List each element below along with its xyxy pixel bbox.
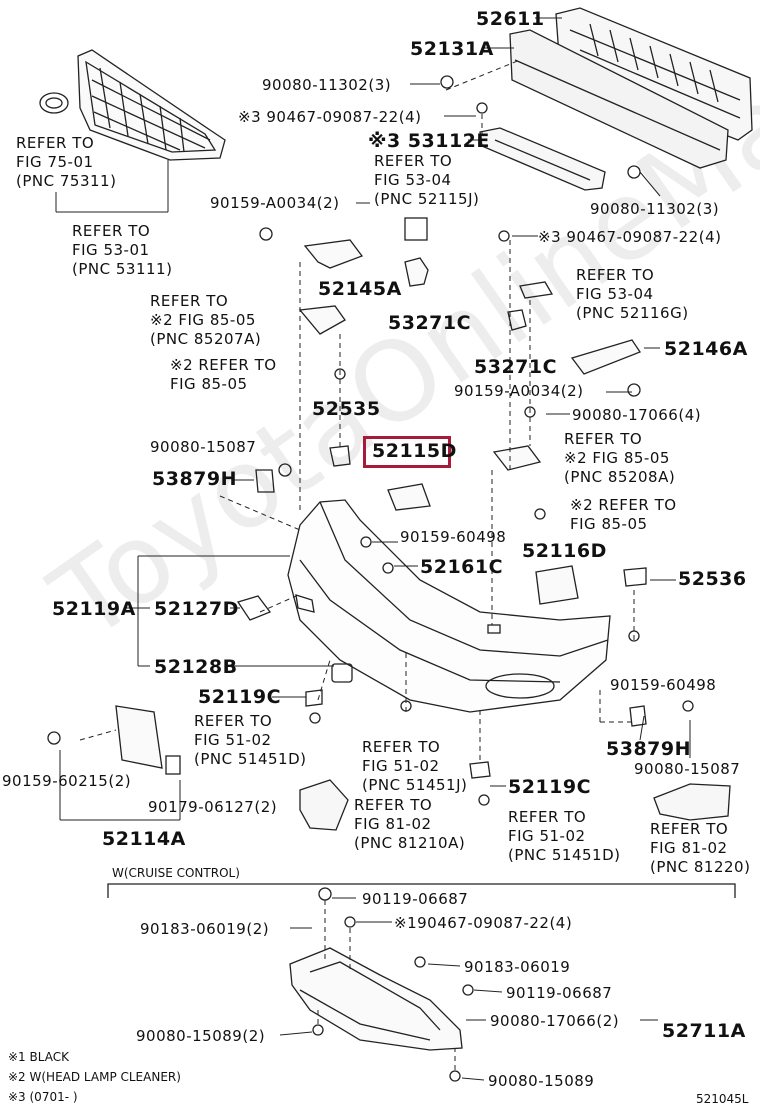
refer-fig-53-04-b[interactable]: REFER TO FIG 53-04 (PNC 52116G) xyxy=(576,266,689,322)
part-label-90080-15087-b[interactable]: 90080-15087 xyxy=(634,760,741,778)
part-label-90080-15089[interactable]: 90080-15089 xyxy=(488,1072,595,1090)
part-label-90080-15087-a[interactable]: 90080-15087 xyxy=(150,438,257,456)
part-label-90080-11302-a[interactable]: 90080-11302(3) xyxy=(262,76,392,94)
dashed-guide-lines xyxy=(79,59,635,1070)
part-label-52161C[interactable]: 52161C xyxy=(420,556,504,578)
bumper-cover-drawing xyxy=(287,499,611,713)
part-label-90159-60498-b[interactable]: 90159-60498 xyxy=(610,676,717,694)
part-label-52114A[interactable]: 52114A xyxy=(102,828,186,850)
part-label-52115D[interactable]: 52115D xyxy=(372,440,457,462)
brackets-drawing xyxy=(255,217,647,605)
engine-under-cover-drawing xyxy=(289,947,463,1051)
refer-fig-85-05-b[interactable]: ※2 REFER TO FIG 85-05 xyxy=(170,356,277,393)
part-label-52131A[interactable]: 52131A xyxy=(410,38,494,60)
part-label-90080-11302-b[interactable]: 90080-11302(3) xyxy=(590,200,720,218)
part-label-52128B[interactable]: 52128B xyxy=(154,656,238,678)
part-label-90159-A0034-a[interactable]: 90159-A0034(2) xyxy=(210,194,340,212)
refer-fig-85-05-a[interactable]: REFER TO ※2 FIG 85-05 (PNC 85207A) xyxy=(150,292,262,348)
highlight-box xyxy=(363,436,451,468)
refer-fig-85-05-c[interactable]: REFER TO ※2 FIG 85-05 (PNC 85208A) xyxy=(564,430,676,486)
refer-fig-53-04-a[interactable]: REFER TO FIG 53-04 (PNC 52115J) xyxy=(374,152,480,208)
section-title: W(CRUISE CONTROL) xyxy=(112,866,240,880)
part-label-90467-1[interactable]: ※190467-09087-22(4) xyxy=(394,914,573,932)
refer-fig-51-02-b[interactable]: REFER TO FIG 51-02 (PNC 51451J) xyxy=(362,738,468,794)
part-label-90159-60215-2[interactable]: 90159-60215(2) xyxy=(2,772,132,790)
part-label-90159-60498-a[interactable]: 90159-60498 xyxy=(400,528,507,546)
part-label-52535[interactable]: 52535 xyxy=(312,398,381,420)
part-label-52711A[interactable]: 52711A xyxy=(662,1020,746,1042)
retainer-drawing xyxy=(479,127,606,191)
leader-lines xyxy=(55,17,691,1081)
part-label-90467-a[interactable]: ※3 90467-09087-22(4) xyxy=(238,108,422,126)
footnote-1: ※1 BLACK xyxy=(8,1050,69,1064)
part-label-90467-b[interactable]: ※3 90467-09087-22(4) xyxy=(538,228,722,246)
small-parts-drawing xyxy=(115,595,731,831)
part-label-90159-A0034-b[interactable]: 90159-A0034(2) xyxy=(454,382,584,400)
footnote-2: ※2 W(HEAD LAMP CLEANER) xyxy=(8,1070,181,1084)
part-label-52116D[interactable]: 52116D xyxy=(522,540,607,562)
part-label-52119C-b[interactable]: 52119C xyxy=(508,776,592,798)
part-label-53112E[interactable]: ※3 53112E xyxy=(368,130,490,152)
part-label-90183-06019[interactable]: 90183-06019 xyxy=(464,958,571,976)
refer-fig-81-02-a[interactable]: REFER TO FIG 81-02 (PNC 81210A) xyxy=(354,796,466,852)
part-label-52145A[interactable]: 52145A xyxy=(318,278,402,300)
refer-fig-81-02-b[interactable]: REFER TO FIG 81-02 (PNC 81220) xyxy=(650,820,751,876)
part-label-90183-06019-2[interactable]: 90183-06019(2) xyxy=(140,920,270,938)
refer-fig-51-02-a[interactable]: REFER TO FIG 51-02 (PNC 51451D) xyxy=(194,712,307,768)
bumper-reinforcement-drawing xyxy=(509,7,753,169)
part-label-52119A[interactable]: 52119A xyxy=(52,598,136,620)
part-label-53271C-a[interactable]: 53271C xyxy=(388,312,472,334)
part-label-90119-06687-a[interactable]: 90119-06687 xyxy=(362,890,469,908)
refer-fig-85-05-d[interactable]: ※2 REFER TO FIG 85-05 xyxy=(570,496,677,533)
footnote-3: ※3 (0701- ) xyxy=(8,1090,78,1104)
part-label-52127D[interactable]: 52127D xyxy=(154,598,239,620)
part-label-90080-15089-2[interactable]: 90080-15089(2) xyxy=(136,1027,266,1045)
refer-fig-75-01[interactable]: REFER TO FIG 75-01 (PNC 75311) xyxy=(16,134,117,190)
part-label-53879H-b[interactable]: 53879H xyxy=(606,738,692,760)
part-label-52146A[interactable]: 52146A xyxy=(664,338,748,360)
part-label-52611[interactable]: 52611 xyxy=(476,8,545,30)
part-label-52536[interactable]: 52536 xyxy=(678,568,747,590)
refer-fig-53-01[interactable]: REFER TO FIG 53-01 (PNC 53111) xyxy=(72,222,173,278)
part-label-90080-17066-2[interactable]: 90080-17066(2) xyxy=(490,1012,620,1030)
part-label-53271C-b[interactable]: 53271C xyxy=(474,356,558,378)
part-label-90080-17066-4[interactable]: 90080-17066(4) xyxy=(572,406,702,424)
diagram-code: 521045L xyxy=(696,1092,749,1106)
refer-fig-51-02-c[interactable]: REFER TO FIG 51-02 (PNC 51451D) xyxy=(508,808,621,864)
grille-drawing xyxy=(39,49,226,161)
section-bracket xyxy=(107,883,736,898)
part-label-90119-06687-b[interactable]: 90119-06687 xyxy=(506,984,613,1002)
part-label-53879H-a[interactable]: 53879H xyxy=(152,468,238,490)
part-label-52119C-a[interactable]: 52119C xyxy=(198,686,282,708)
part-label-90179-06127-2[interactable]: 90179-06127(2) xyxy=(148,798,278,816)
